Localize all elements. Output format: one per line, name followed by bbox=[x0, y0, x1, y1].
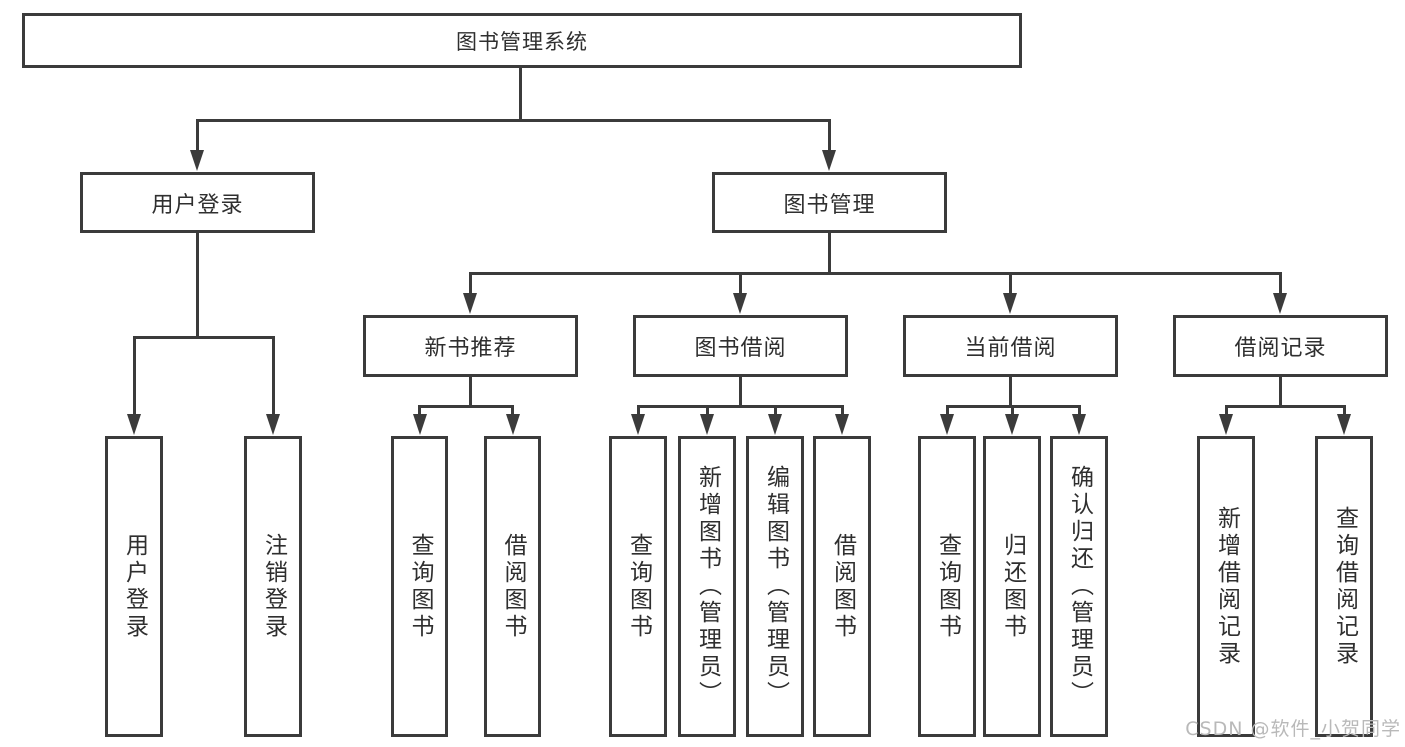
leaf-newbook-borrow-label: 借阅图书 bbox=[500, 532, 526, 641]
connector-to-book-mgmt bbox=[827, 119, 831, 152]
arrowhead-down-icon bbox=[412, 414, 427, 435]
connector-leaf-line bbox=[840, 405, 844, 416]
connector-leaf-line bbox=[636, 405, 640, 416]
connector-to-leaf-logout bbox=[271, 336, 275, 416]
connector-leaf-line bbox=[773, 405, 777, 416]
arrowhead-down-icon bbox=[463, 293, 477, 314]
node-user-login: 用户登录 bbox=[80, 172, 315, 233]
arrowhead-down-icon bbox=[768, 414, 782, 435]
arrowhead-down-icon bbox=[1337, 414, 1351, 435]
leaf-borrow-add-admin: 新增图书（管理员） bbox=[678, 436, 736, 737]
leaf-record-add-label: 新增借阅记录 bbox=[1213, 505, 1240, 668]
connector-root-rail bbox=[196, 119, 831, 122]
arrowhead-down-icon bbox=[631, 414, 645, 435]
connector-leaf-line bbox=[418, 405, 421, 416]
connector-leaf-line bbox=[945, 405, 949, 416]
leaf-borrow-book: 借阅图书 bbox=[813, 436, 871, 737]
watermark: CSDN @软件_小贺同学 bbox=[1185, 718, 1401, 740]
connector-book-mgmt-stub bbox=[827, 233, 831, 275]
connector-leaf-line bbox=[1224, 405, 1228, 416]
connector-to-book-borrow bbox=[738, 272, 742, 295]
connector-root-stub bbox=[519, 68, 522, 122]
leaf-current-query: 查询图书 bbox=[918, 436, 976, 737]
leaf-borrow-book-label: 借阅图书 bbox=[829, 532, 856, 641]
leaf-record-add: 新增借阅记录 bbox=[1197, 436, 1255, 737]
leaf-logout-label: 注销登录 bbox=[260, 532, 287, 641]
leaf-borrow-query: 查询图书 bbox=[609, 436, 667, 737]
arrowhead-down-icon bbox=[835, 414, 849, 435]
connector-borrow-record-rail bbox=[1224, 405, 1346, 408]
connector-leaf-line bbox=[1342, 405, 1346, 416]
connector-book-borrow-stub bbox=[739, 377, 742, 408]
arrowhead-down-icon bbox=[822, 150, 836, 171]
leaf-current-return: 归还图书 bbox=[983, 436, 1041, 737]
connector-book-borrow-rail bbox=[636, 405, 844, 408]
connector-leaf-line bbox=[511, 405, 514, 416]
connector-to-current-borrow bbox=[1008, 272, 1012, 295]
connector-to-new-book bbox=[468, 272, 472, 295]
connector-new-book-rail bbox=[418, 405, 514, 408]
connector-borrow-record-stub bbox=[1279, 377, 1282, 408]
node-borrow-record: 借阅记录 bbox=[1173, 315, 1388, 377]
leaf-current-confirm-admin: 确认归还（管理员） bbox=[1050, 436, 1108, 737]
arrowhead-down-icon bbox=[700, 414, 714, 435]
leaf-borrow-query-label: 查询图书 bbox=[625, 532, 652, 641]
connector-leaf-line bbox=[1077, 405, 1081, 416]
leaf-user-login: 用户登录 bbox=[105, 436, 163, 737]
leaf-current-confirm-admin-label: 确认归还（管理员） bbox=[1066, 465, 1093, 708]
arrowhead-down-icon bbox=[266, 414, 280, 435]
arrowhead-down-icon bbox=[127, 414, 141, 435]
leaf-borrow-edit-admin-label: 编辑图书（管理员） bbox=[762, 465, 789, 708]
leaf-newbook-borrow: 借阅图书 bbox=[484, 436, 541, 737]
arrowhead-down-icon bbox=[1005, 414, 1019, 435]
arrowhead-down-icon bbox=[1003, 293, 1017, 314]
leaf-borrow-edit-admin: 编辑图书（管理员） bbox=[746, 436, 804, 737]
connector-to-borrow-record bbox=[1278, 272, 1282, 295]
node-current-borrow: 当前借阅 bbox=[903, 315, 1118, 377]
connector-book-mgmt-rail bbox=[468, 272, 1282, 275]
connector-current-borrow-stub bbox=[1009, 377, 1012, 408]
connector-to-user-login bbox=[195, 119, 199, 152]
arrowhead-down-icon bbox=[940, 414, 954, 435]
connector-to-leaf-user-login bbox=[132, 336, 136, 416]
leaf-current-return-label: 归还图书 bbox=[999, 532, 1026, 641]
node-new-book-recommend: 新书推荐 bbox=[363, 315, 578, 377]
connector-new-book-stub bbox=[469, 377, 472, 408]
leaf-logout: 注销登录 bbox=[244, 436, 302, 737]
arrowhead-down-icon bbox=[190, 150, 204, 171]
node-book-borrow: 图书借阅 bbox=[633, 315, 848, 377]
leaf-borrow-add-admin-label: 新增图书（管理员） bbox=[694, 465, 721, 708]
leaf-record-query: 查询借阅记录 bbox=[1315, 436, 1373, 737]
leaf-user-login-label: 用户登录 bbox=[121, 532, 148, 641]
leaf-current-query-label: 查询图书 bbox=[934, 532, 961, 641]
arrowhead-down-icon bbox=[733, 293, 747, 314]
connector-user-login-stub bbox=[196, 233, 199, 339]
arrowhead-down-icon bbox=[1219, 414, 1233, 435]
connector-leaf-line bbox=[1010, 405, 1014, 416]
leaf-newbook-query: 查询图书 bbox=[391, 436, 448, 737]
leaf-newbook-query-label: 查询图书 bbox=[407, 532, 433, 641]
connector-user-login-rail bbox=[132, 336, 275, 339]
arrowhead-down-icon bbox=[1072, 414, 1086, 435]
leaf-record-query-label: 查询借阅记录 bbox=[1331, 505, 1358, 668]
arrowhead-down-icon bbox=[1273, 293, 1287, 314]
arrowhead-down-icon bbox=[505, 414, 520, 435]
node-book-management: 图书管理 bbox=[712, 172, 947, 233]
node-root: 图书管理系统 bbox=[22, 13, 1022, 68]
connector-leaf-line bbox=[705, 405, 709, 416]
